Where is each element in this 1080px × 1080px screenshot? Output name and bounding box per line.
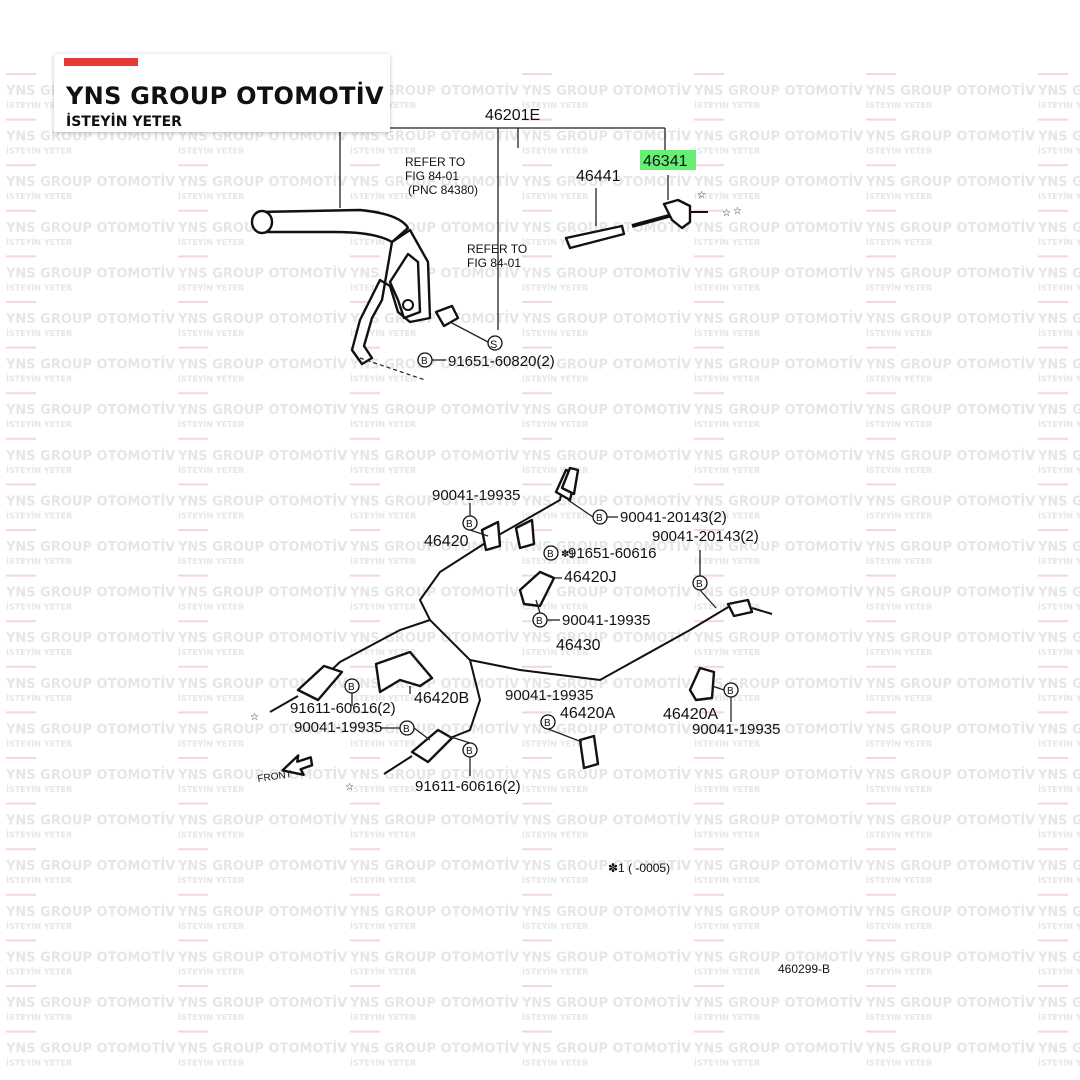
svg-text:B: B — [696, 579, 703, 590]
figure-code: 460299-B — [778, 962, 830, 976]
ref-fig-line2: FIG 84-01 — [405, 169, 459, 183]
label-90041-20143-a: 90041-20143(2) — [620, 509, 727, 526]
label-90041-19935-top: 90041-19935 — [432, 487, 520, 504]
svg-text:☆: ☆ — [722, 208, 731, 219]
brand-accent-bar — [64, 58, 138, 66]
footnote-star1: ✽1 ( -0005) — [608, 861, 670, 875]
label-90041-19935-mid: 90041-19935 — [505, 687, 593, 704]
brand-name: YNS GROUP OTOMOTİV — [66, 82, 384, 110]
highlight-46341 — [640, 150, 696, 170]
ref-fig2-line2: FIG 84-01 — [467, 256, 521, 270]
bolt-markers: B B B B B B B B B B ✽1 — [344, 509, 739, 758]
svg-text:✽1: ✽1 — [561, 549, 575, 560]
label-91651-60820: 91651-60820(2) — [448, 353, 555, 370]
ref-fig-line3: (PNC 84380) — [408, 183, 478, 197]
svg-text:☆: ☆ — [697, 190, 706, 201]
bolt-mark-91651-60820: B — [417, 352, 446, 368]
bracket-46420B — [374, 650, 434, 694]
parking-brake-lever — [250, 208, 489, 381]
svg-text:☆: ☆ — [250, 712, 259, 723]
leader-lines — [351, 499, 732, 776]
clamp-46420A-right — [688, 666, 716, 702]
part-46441-grip — [564, 224, 626, 250]
brand-card: YNS GROUP OTOMOTİV İSTEYİN YETER — [54, 54, 390, 132]
label-46441: 46441 — [576, 168, 621, 185]
svg-text:B: B — [403, 724, 410, 735]
svg-text:B: B — [544, 718, 551, 729]
svg-text:B: B — [536, 616, 543, 627]
end-fitting-top — [560, 466, 580, 496]
clamp-top — [480, 468, 578, 552]
label-91611-60616-left: 91611-60616(2) — [290, 700, 396, 717]
label-46420A-mid: 46420A — [560, 705, 615, 722]
clamp-46420A-mid — [578, 734, 600, 770]
label-46430: 46430 — [556, 637, 601, 654]
ref-fig-line1: REFER TO — [405, 155, 465, 169]
svg-text:B: B — [466, 746, 473, 757]
svg-text:S: S — [490, 339, 497, 351]
svg-text:B: B — [466, 519, 473, 530]
label-91651-60616: 91651-60616 — [568, 545, 656, 562]
label-46201E: 46201E — [485, 107, 540, 124]
svg-text:B: B — [727, 686, 734, 697]
label-46420J: 46420J — [564, 569, 617, 586]
ref-fig2-line1: REFER TO — [467, 242, 527, 256]
label-46420: 46420 — [424, 533, 469, 550]
equalizer-left: ☆ — [250, 664, 344, 723]
label-91611-60616-bottom: 91611-60616(2) — [415, 778, 521, 795]
svg-text:B: B — [348, 682, 355, 693]
brand-slogan: İSTEYİN YETER — [66, 114, 182, 130]
equalizer-bottom: ☆ — [345, 728, 454, 793]
label-90041-19935-right: 90041-19935 — [692, 721, 780, 738]
svg-text:B: B — [596, 513, 603, 524]
label-90041-19935-j: 90041-19935 — [562, 612, 650, 629]
label-46420B: 46420B — [414, 690, 469, 707]
label-90041-20143-b: 90041-20143(2) — [652, 528, 759, 545]
svg-text:☆: ☆ — [733, 206, 742, 217]
label-90041-19935-left: 90041-19935 — [294, 719, 382, 736]
svg-text:B: B — [547, 549, 554, 560]
bracket-46201E — [339, 127, 669, 330]
svg-text:☆: ☆ — [345, 782, 354, 793]
screw-mark-S: S — [487, 335, 503, 351]
clamp-46420J — [518, 570, 556, 608]
svg-text:B: B — [421, 356, 428, 367]
label-46341: 46341 — [643, 153, 688, 170]
label-46420A-right: 46420A — [663, 706, 718, 723]
part-46341-rod: ☆ ☆ ☆ — [631, 190, 742, 230]
end-fitting-right — [726, 598, 773, 618]
label-front: FRONT — [257, 769, 293, 785]
front-arrow-icon — [281, 754, 314, 777]
